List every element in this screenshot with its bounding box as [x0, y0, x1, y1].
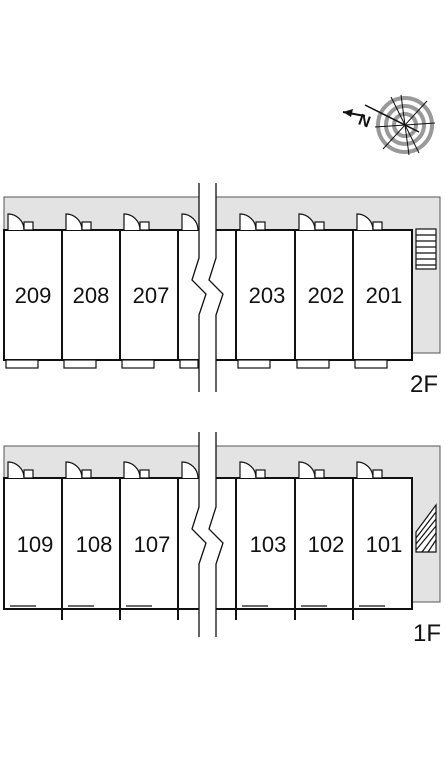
floor-label-1f: 1F: [413, 620, 441, 647]
unit-101: 101: [366, 532, 403, 557]
unit-202: 202: [308, 283, 345, 308]
floor-2f: 209 208 207 203 202 201 2F: [3, 183, 441, 398]
unit-203: 203: [249, 283, 286, 308]
unit-207: 207: [133, 283, 170, 308]
compass-north-label: N: [356, 111, 373, 131]
break-mark-2f: [191, 183, 224, 392]
unit-201: 201: [366, 283, 403, 308]
doors-1f: [7, 461, 383, 479]
staircase-1f-icon: [415, 503, 437, 553]
doors-2f: [7, 213, 383, 231]
staircase-2f-icon: [415, 228, 437, 270]
unit-108: 108: [76, 532, 113, 557]
unit-209: 209: [15, 283, 52, 308]
unit-103: 103: [250, 532, 287, 557]
floor-label-2f: 2F: [410, 371, 438, 398]
balconies-2f: [5, 359, 388, 369]
unit-109: 109: [17, 532, 54, 557]
unit-102: 102: [308, 532, 345, 557]
floor-1f: 109 108 107 103 102 101 1F: [3, 432, 441, 647]
break-mark-1f: [191, 432, 224, 637]
unit-208: 208: [73, 283, 110, 308]
unit-107: 107: [134, 532, 171, 557]
compass-icon: N: [342, 94, 436, 156]
